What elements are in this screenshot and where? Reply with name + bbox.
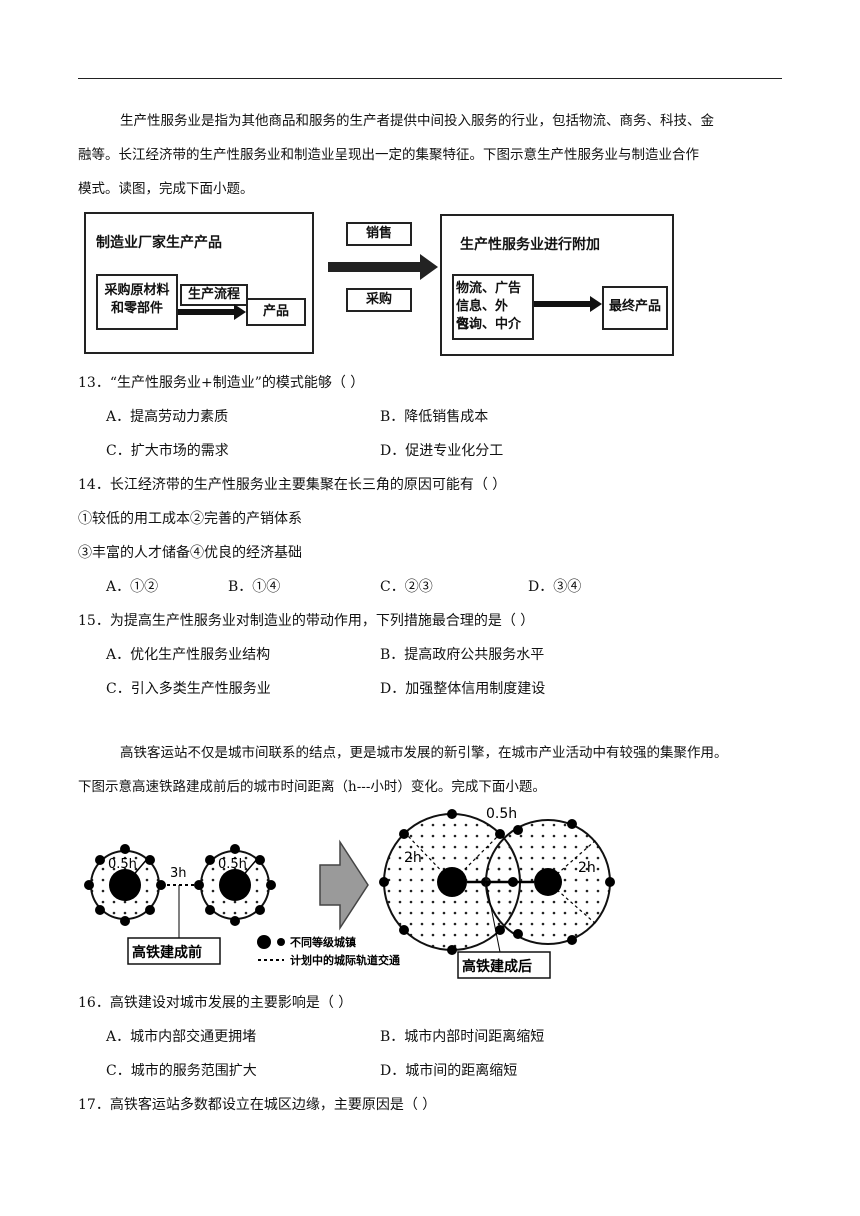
before-distance-label: 3h: [170, 866, 187, 881]
q15-option-b[interactable]: B．提高政府公共服务水平: [380, 647, 545, 663]
after-top-label: 0.5h: [486, 806, 517, 822]
cooperation-diagram: 制造业厂家生产产品 采购原材料和零部件 生产流程 产品 销售 采购 生产性服务业…: [84, 212, 676, 358]
q15-option-a[interactable]: A．优化生产性服务业结构: [106, 647, 271, 663]
before-label: 高铁建成前: [132, 944, 202, 961]
intro-paragraph-1: 生产性服务业是指为其他商品和服务的生产者提供中间投入服务的行业，包括物流、商务、…: [78, 104, 784, 206]
intro1-line-2: 融等。长江经济带的生产性服务业和制造业呈现出一定的集聚特征。下图示意生产性服务业…: [78, 147, 699, 163]
raw-material-box: 采购原材料和零部件: [96, 274, 178, 330]
after-label-box: [457, 951, 551, 979]
service-arrow: [534, 296, 602, 312]
q16-option-d[interactable]: D．城市间的距离缩短: [380, 1063, 518, 1079]
service-title: 生产性服务业进行附加: [460, 237, 600, 253]
after-city-right: [485, 819, 615, 945]
intro1-line-3: 模式。读图，完成下面小题。: [78, 181, 254, 197]
q15-option-c[interactable]: C．引入多类生产性服务业: [106, 681, 271, 697]
manufacturer-title: 制造业厂家生产产品: [96, 235, 222, 251]
buy-box: 采购: [346, 288, 412, 312]
legend-small-town-icon: [277, 938, 285, 946]
intro2-line-2: 下图示意高速铁路建成前后的城市时间距离（h---小时）变化。完成下面小题。: [78, 779, 546, 795]
final-product-label: 最终产品: [608, 299, 661, 314]
before-radius-label-left: 0.5h: [108, 857, 137, 872]
q14-option-b[interactable]: B．①④: [228, 579, 281, 595]
legend-towns-label: 不同等级城镇: [290, 935, 356, 949]
q13-option-b[interactable]: B．降低销售成本: [380, 409, 489, 425]
q13-option-c[interactable]: C．扩大市场的需求: [106, 443, 229, 459]
after-callout-line: [485, 881, 501, 953]
before-city-right: [194, 844, 276, 926]
q14-option-c[interactable]: C．②③: [380, 579, 433, 595]
services-line-2: 信息、外包、: [456, 299, 509, 332]
sell-box: 销售: [346, 222, 412, 246]
q14-option-a[interactable]: A．①②: [106, 579, 159, 595]
q13-option-d[interactable]: D．促进专业化分工: [380, 443, 504, 459]
q16-option-b[interactable]: B．城市内部时间距离缩短: [380, 1029, 545, 1045]
q16-option-c[interactable]: C．城市的服务范围扩大: [106, 1063, 257, 1079]
q14-option-d[interactable]: D．③④: [528, 579, 582, 595]
after-city-left: [379, 809, 521, 955]
high-speed-rail-diagram: 0.5h 0.5h 3h 高铁建成前 0.5h 2h 2h 不同等级: [84, 806, 615, 979]
q13-option-a[interactable]: A．提高劳动力素质: [106, 409, 229, 425]
legend-large-town-icon: [257, 935, 271, 949]
header-rule: [78, 78, 782, 79]
process-arrow: [178, 304, 246, 320]
services-line-3: 咨询、中介: [456, 317, 522, 332]
q16-stem: 16．高铁建设对城市发展的主要影响是（ ）: [78, 995, 353, 1011]
service-box: 生产性服务业进行附加 物流、广告 信息、外包、 咨询、中介 最终产品: [440, 214, 674, 356]
intro-paragraph-2: 高铁客运站不仅是城市间联系的结点，更是城市发展的新引擎，在城市产业活动中有较强的…: [78, 736, 784, 804]
before-city-left: [84, 844, 166, 926]
q14-statement-1: ①较低的用工成本②完善的产销体系: [78, 511, 302, 527]
sell-label: 销售: [365, 226, 392, 241]
q17-stem: 17．高铁客运站多数都设立在城区边缘，主要原因是（ ）: [78, 1097, 437, 1113]
legend-rail-label: 计划中的城际轨道交通: [290, 953, 400, 967]
q15-stem: 15．为提高生产性服务业对制造业的带动作用，下列措施最合理的是（ ）: [78, 613, 535, 629]
manufacturer-box: 制造业厂家生产产品 采购原材料和零部件 生产流程 产品: [84, 212, 314, 354]
before-radius-label-right: 0.5h: [218, 857, 247, 872]
process-box: 生产流程: [180, 284, 248, 306]
q15-option-d[interactable]: D．加强整体信用制度建设: [380, 681, 546, 697]
product-label: 产品: [262, 304, 289, 319]
intro2-line-1: 高铁客运站不仅是城市间联系的结点，更是城市发展的新引擎，在城市产业活动中有较强的…: [120, 745, 728, 761]
services-box: 物流、广告 信息、外包、 咨询、中介: [452, 274, 534, 340]
after-label: 高铁建成后: [462, 958, 532, 975]
after-right-radius-label: 2h: [578, 860, 596, 876]
final-product-box: 最终产品: [602, 286, 668, 330]
transition-arrow: [319, 839, 369, 931]
buy-label: 采购: [365, 292, 392, 307]
q14-statement-2: ③丰富的人才储备④优良的经济基础: [78, 545, 302, 561]
before-label-box: [127, 937, 221, 965]
services-line-1: 物流、广告: [456, 281, 522, 296]
product-box: 产品: [246, 298, 306, 326]
raw-material-label: 采购原材料和零部件: [104, 283, 170, 316]
after-left-radius-label: 2h: [404, 850, 422, 866]
main-arrow: [328, 254, 438, 280]
q13-stem: 13．“生产性服务业+制造业”的模式能够（ ）: [78, 375, 365, 391]
process-label: 生产流程: [187, 287, 240, 302]
intro1-line-1: 生产性服务业是指为其他商品和服务的生产者提供中间投入服务的行业，包括物流、商务、…: [120, 113, 714, 129]
q14-stem: 14．长江经济带的生产性服务业主要集聚在长三角的原因可能有（ ）: [78, 477, 507, 493]
q16-option-a[interactable]: A．城市内部交通更拥堵: [106, 1029, 257, 1045]
